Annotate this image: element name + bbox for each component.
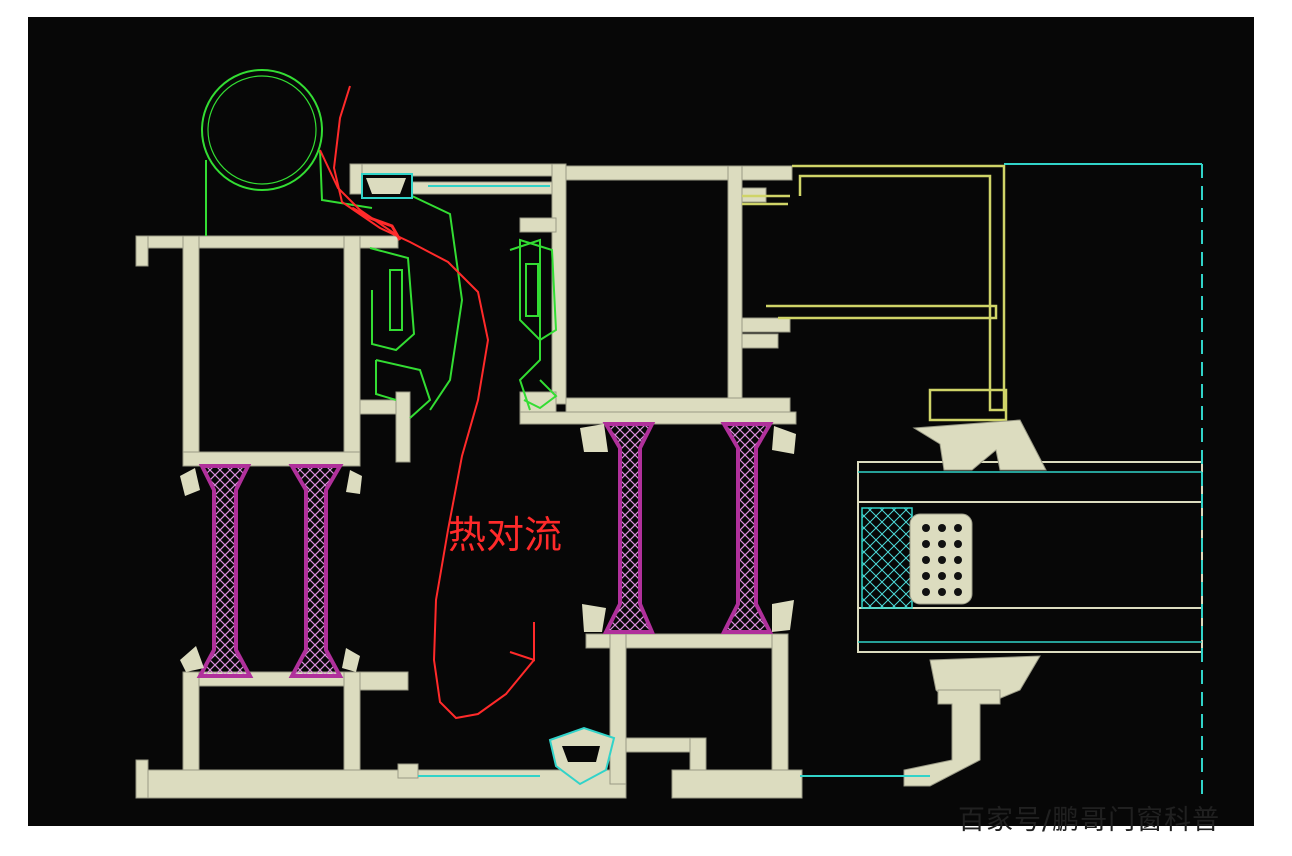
- left-thermal-break-strips: [180, 464, 362, 678]
- watermark-text: 百家号/鹏哥门窗科普: [958, 805, 1221, 836]
- convection-arrow: [319, 85, 535, 720]
- right-sash-outline: [742, 164, 1008, 422]
- left-thermal-strip-2: [288, 464, 344, 678]
- bottom-center-gasket: [548, 726, 616, 786]
- center-thermal-break-strips: [580, 422, 796, 634]
- center-thermal-strip-1: [602, 422, 656, 634]
- round-seal-top-left: [201, 69, 323, 191]
- glass-spacer-hatch: [861, 507, 913, 609]
- cyan-glass-lines: [418, 163, 1202, 777]
- convection-label: 热对流: [448, 513, 562, 557]
- heat-source-mark: [351, 206, 402, 241]
- seal-gaskets: [201, 69, 558, 419]
- center-thermal-strip-2: [720, 422, 774, 634]
- left-thermal-strip-1: [196, 464, 254, 678]
- top-center-gasket: [361, 173, 413, 199]
- glazing-gaskets: [903, 419, 1047, 787]
